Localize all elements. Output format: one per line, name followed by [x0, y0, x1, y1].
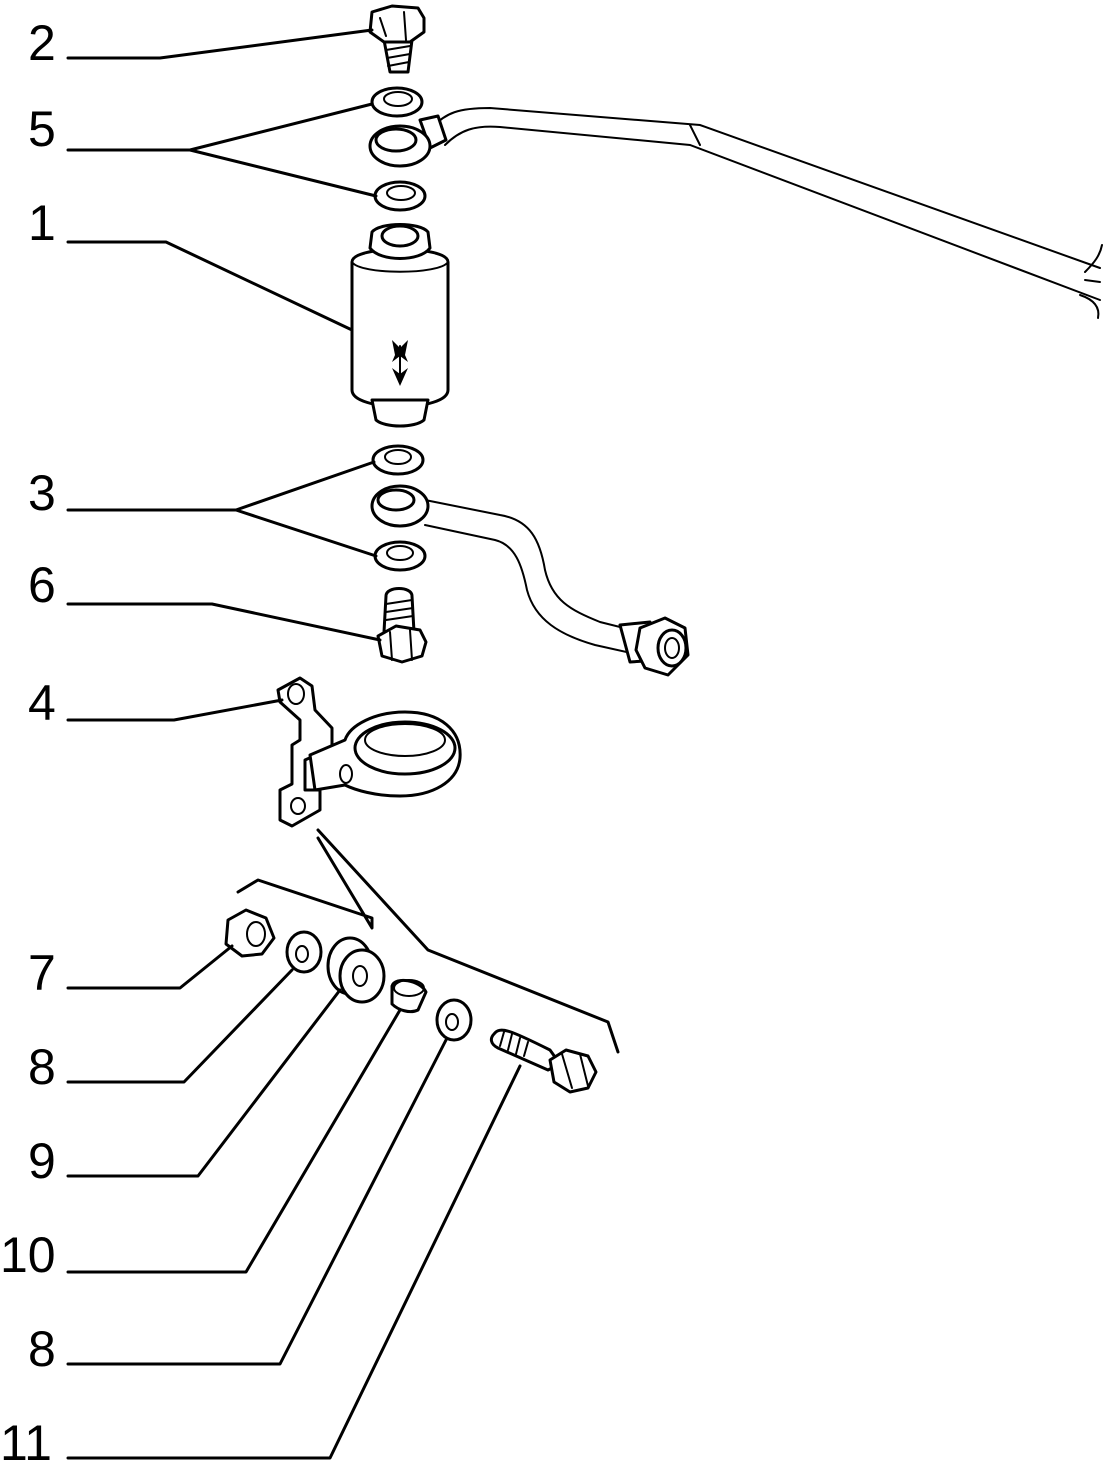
callout-9: 9 — [28, 1133, 56, 1189]
leader-3 — [66, 460, 378, 558]
callout-1: 1 — [28, 195, 56, 251]
upper-fuel-pipe — [418, 106, 1103, 319]
filter-clamp-bracket — [276, 676, 462, 828]
upper-banjo-fitting — [368, 124, 432, 168]
leader-8b — [66, 1038, 448, 1366]
leader-7 — [66, 944, 234, 990]
callout-8-first: 8 — [28, 1039, 56, 1095]
banjo-bolt-top — [368, 4, 426, 74]
leader-11 — [66, 1064, 522, 1460]
leader-10 — [66, 1008, 402, 1274]
leader-5 — [66, 102, 378, 198]
callout-4: 4 — [28, 675, 56, 731]
leader-lines — [66, 28, 522, 1460]
callout-labels: 2 5 1 3 6 4 7 8 9 10 8 11 — [0, 15, 56, 1463]
fuel-filter — [350, 223, 450, 428]
sealing-washer-lower-a — [371, 444, 425, 476]
callout-10: 10 — [0, 1227, 56, 1283]
callout-7: 7 — [28, 945, 56, 1001]
leader-2 — [66, 28, 374, 60]
banjo-bolt-bottom — [376, 587, 428, 664]
lower-fuel-pipe — [424, 499, 662, 664]
leader-4 — [66, 698, 284, 722]
sealing-washer-lower-b — [373, 540, 427, 572]
lower-banjo-fitting — [370, 484, 430, 528]
nut-7 — [224, 908, 276, 958]
sealing-washer-upper-b — [373, 180, 427, 212]
callout-3: 3 — [28, 465, 56, 521]
leader-9 — [66, 988, 342, 1178]
sealing-washer-upper-a — [370, 86, 424, 118]
rubber-bushing-9 — [326, 936, 386, 1004]
callout-8-second: 8 — [28, 1321, 56, 1377]
leader-8a — [66, 968, 294, 1084]
spacer-sleeve-10 — [390, 978, 428, 1014]
washer-8b — [435, 998, 473, 1042]
bolt-11 — [489, 1028, 598, 1094]
leader-1 — [66, 240, 354, 332]
callout-5: 5 — [28, 101, 56, 157]
washer-8a — [285, 930, 323, 974]
callout-2: 2 — [28, 15, 56, 71]
callout-11: 11 — [0, 1415, 52, 1463]
pipe-end-nut — [634, 616, 690, 677]
hardware-group-bracket-line — [236, 828, 620, 1054]
callout-6: 6 — [28, 557, 56, 613]
leader-6 — [66, 602, 382, 642]
